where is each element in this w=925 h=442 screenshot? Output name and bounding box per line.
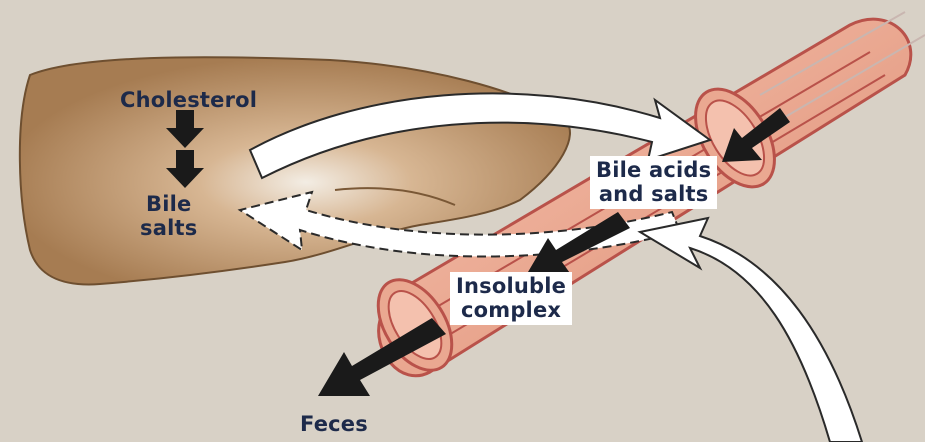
bile-salts-line2: salts bbox=[140, 216, 197, 240]
feces-label: Feces bbox=[300, 412, 368, 436]
bile-salts-label: Bile salts bbox=[140, 192, 197, 240]
insoluble-complex-label: Insoluble complex bbox=[450, 272, 572, 325]
insoluble-line1: Insoluble bbox=[456, 274, 566, 298]
bile-acids-line2: and salts bbox=[596, 182, 711, 206]
cholesterol-label: Cholesterol bbox=[120, 88, 257, 112]
bile-salts-line1: Bile bbox=[140, 192, 197, 216]
bile-acids-line1: Bile acids bbox=[596, 158, 711, 182]
insoluble-line2: complex bbox=[456, 298, 566, 322]
sequestrant-arrow bbox=[640, 218, 862, 442]
bile-acids-label: Bile acids and salts bbox=[590, 156, 717, 209]
